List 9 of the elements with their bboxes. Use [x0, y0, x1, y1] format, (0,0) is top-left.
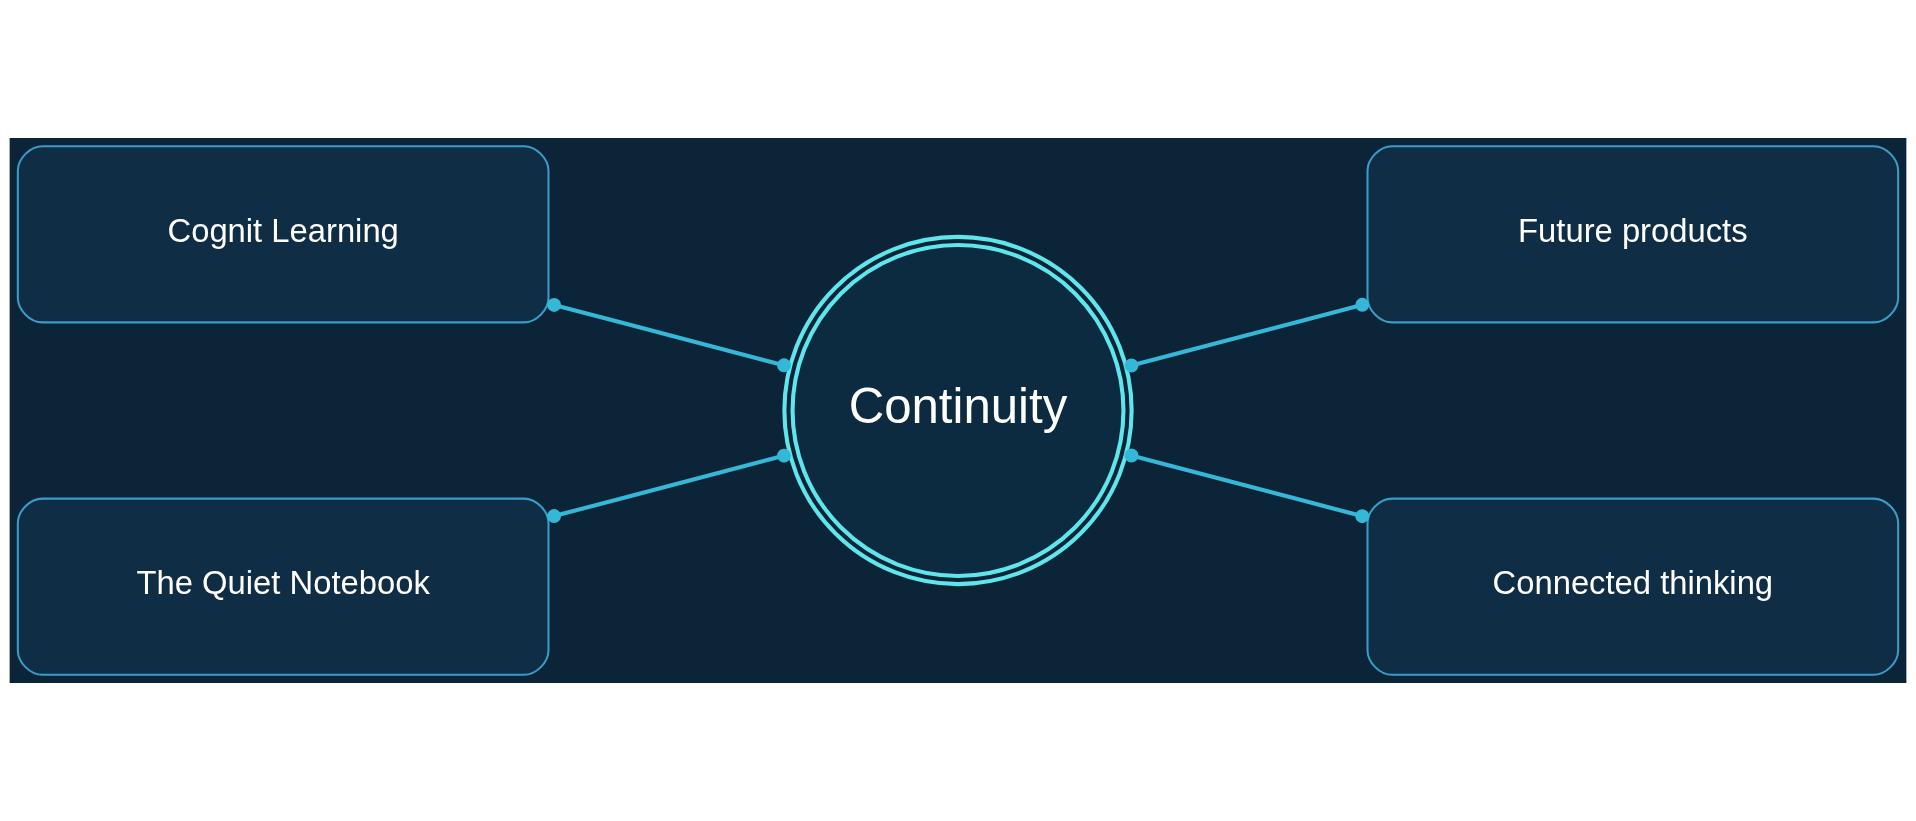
- node-circle: Continuity: [782, 234, 1134, 587]
- node-box: Cognit Learning: [16, 145, 550, 324]
- node-box: Future products: [1366, 145, 1900, 324]
- connector: [1124, 297, 1370, 373]
- connector: [547, 448, 791, 524]
- connector: [547, 297, 791, 373]
- node-box: The Quiet Notebook: [16, 497, 550, 676]
- node-box: Connected thinking: [1366, 497, 1900, 676]
- connector: [1124, 448, 1370, 524]
